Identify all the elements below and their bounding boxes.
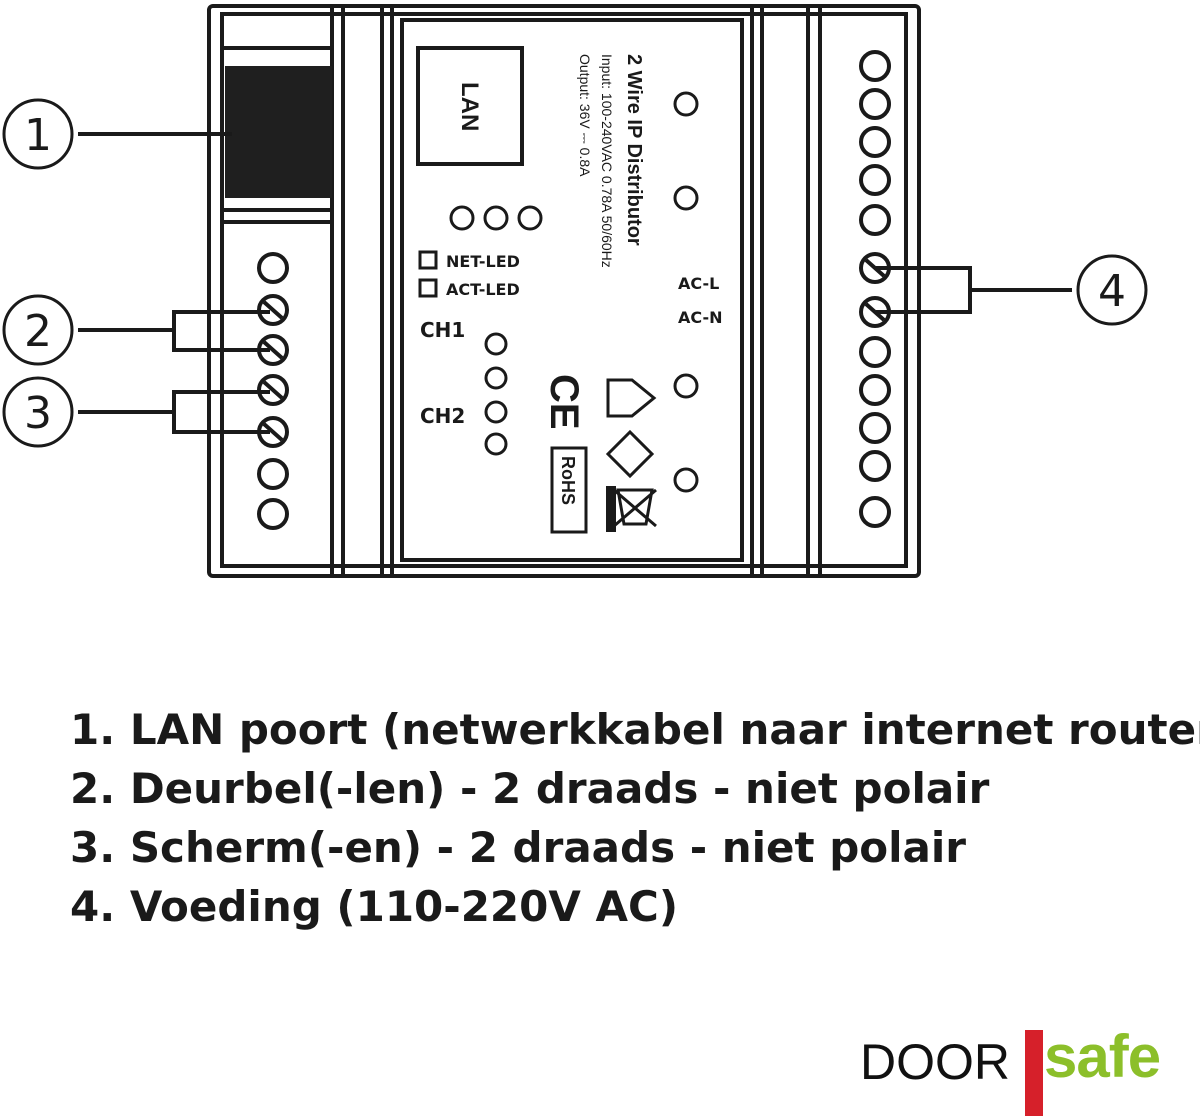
net-led-label: NET-LED [446,252,520,271]
screw-marker [673,373,699,399]
input-spec: Input: 100-240VAC 0.78A 50/60Hz [599,54,615,268]
legend-text: Deurbel(-len) - 2 draads - niet polair [129,764,990,813]
legend-number: 1. [70,705,116,754]
ch2-led [484,400,508,424]
callout-4 [1076,254,1148,326]
legend-item-4: 4. Voeding (110-220V AC) [70,877,1200,936]
rohs-box [550,446,588,534]
legend-list: 1. LAN poort (netwerkkabel naar internet… [70,700,1200,936]
terminal-left [257,458,289,490]
callout-1 [2,98,74,170]
led-indicator [483,205,509,231]
ch2-led [484,432,508,456]
terminal-right [859,204,891,236]
net-led-square [418,250,438,270]
diamond-icon [605,429,655,479]
terminal-left [257,252,289,284]
ch1-led [484,332,508,356]
act-led-square [418,278,438,298]
ch1-label: CH1 [420,318,465,342]
terminal-right [859,336,891,368]
terminal-left [257,498,289,530]
callout-3 [2,376,74,448]
terminal-right [859,164,891,196]
screw-marker [673,185,699,211]
act-led-label: ACT-LED [446,280,520,299]
callout-1-label: 1 [24,110,52,161]
ch1-led [484,366,508,390]
wiring-diagram: 1 2 3 4 LAN 2 Wire IP Distributor Input:… [2,4,1148,578]
output-spec: Output: 36V ⎓ 0.8A [577,54,593,177]
screw-marker [673,467,699,493]
legend-item-3: 3. Scherm(-en) - 2 draads - niet polair [70,818,1200,877]
screw-marker [673,91,699,117]
ac-l-label: AC-L [678,274,719,293]
legend-item-1: 1. LAN poort (netwerkkabel naar internet… [70,700,1200,759]
front-panel [400,18,744,562]
legend-text: Voeding (110-220V AC) [129,882,679,931]
device-title: 2 Wire IP Distributor [623,54,645,246]
led-indicator [449,205,475,231]
weee-bin-icon [613,488,657,528]
logo-door-text: DOOR [860,1034,1010,1090]
lan-connector [225,66,332,198]
ac-n-label: AC-N [678,308,723,327]
home-icon [606,378,657,418]
terminal-right [859,126,891,158]
device-housing [207,4,921,578]
terminal-right [859,412,891,444]
terminal-right [859,450,891,482]
legend-item-2: 2. Deurbel(-len) - 2 draads - niet polai… [70,759,1200,818]
logo-red-bar [1025,1030,1043,1116]
callout-2 [2,294,74,366]
legend-number: 3. [70,823,116,872]
weee-bar [606,486,616,532]
housing-inner-frame [220,12,908,568]
legend-number: 2. [70,764,116,813]
rohs-label: RoHS [558,456,578,505]
lan-port-label: LAN [456,82,483,131]
callout-3-label: 3 [24,388,52,439]
terminal-right [859,496,891,528]
callout-2-label: 2 [24,306,52,357]
terminal-right [859,50,891,82]
ch2-label: CH2 [420,404,465,428]
ce-mark: CE [542,374,586,430]
legend-number: 4. [70,882,116,931]
led-indicator [517,205,543,231]
legend-text: LAN poort (netwerkkabel naar internet ro… [129,705,1200,754]
terminal-right [859,374,891,406]
lan-port-box [416,46,524,166]
callout-4-label: 4 [1098,266,1126,317]
terminal-right [859,88,891,120]
legend-text: Scherm(-en) - 2 draads - niet polair [129,823,966,872]
logo-safe-text: safe [1044,1023,1161,1090]
